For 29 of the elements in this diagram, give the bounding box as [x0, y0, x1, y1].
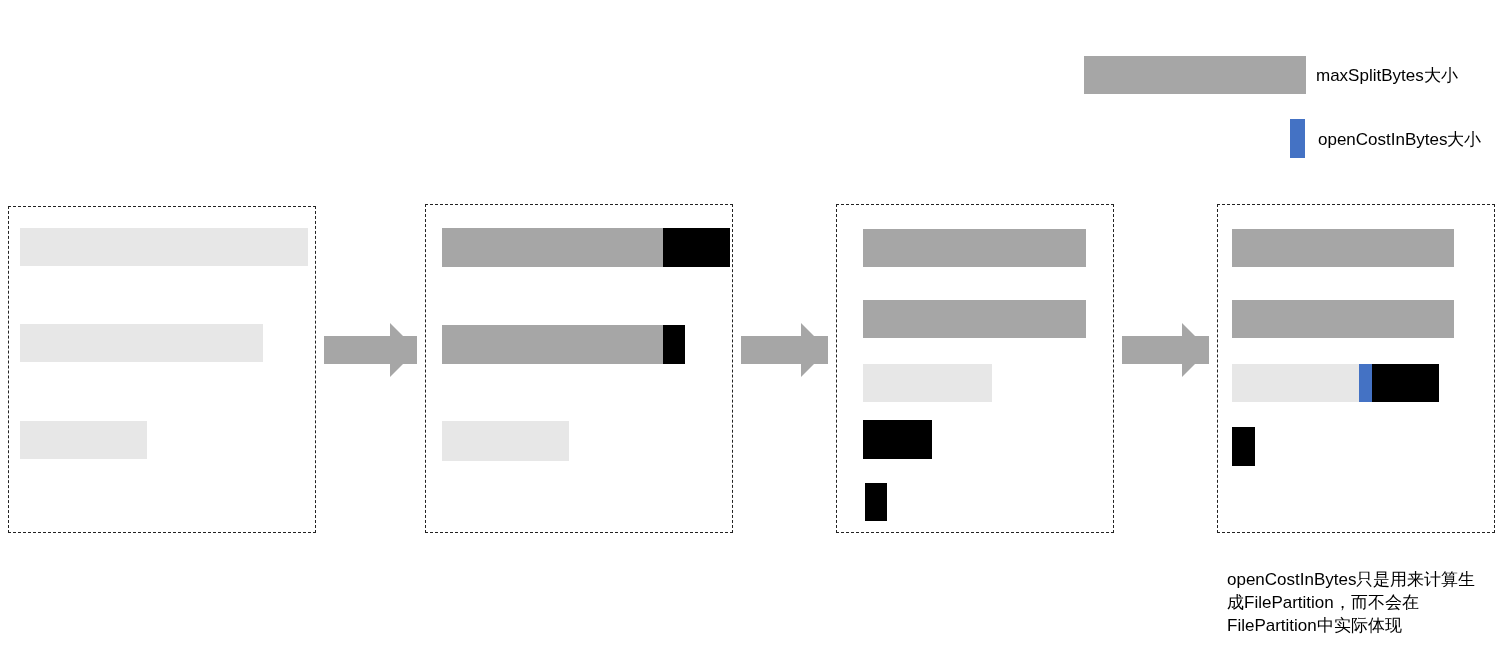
dashed-frame — [8, 206, 316, 533]
block-arrow — [741, 323, 828, 377]
note-text: openCostInBytes只是用来计算生成FilePartition，而不会在FilePartition中实际体现 — [1227, 569, 1477, 637]
file-block — [442, 228, 663, 267]
file-block — [863, 229, 1086, 267]
file-block — [1372, 364, 1439, 402]
dashed-frame — [1217, 204, 1495, 533]
file-block — [1232, 427, 1255, 466]
file-block — [20, 421, 147, 459]
file-block — [863, 300, 1086, 338]
file-block — [442, 325, 663, 364]
file-block — [442, 421, 569, 461]
file-block — [663, 325, 685, 364]
file-block — [863, 420, 932, 459]
file-block — [865, 483, 887, 521]
file-block — [1232, 300, 1454, 338]
file-block — [1232, 229, 1454, 267]
block-arrow — [1122, 323, 1209, 377]
file-block — [663, 228, 730, 267]
block-arrow — [324, 323, 417, 377]
dashed-frame — [425, 204, 733, 533]
file-block — [20, 228, 308, 266]
dashed-frame — [836, 204, 1114, 533]
file-block — [863, 364, 992, 402]
file-block — [1359, 364, 1372, 402]
file-block — [1232, 364, 1359, 402]
legend-label: openCostInBytes大小 — [1318, 128, 1482, 151]
legend-label: maxSplitBytes大小 — [1316, 65, 1458, 87]
file-block — [20, 324, 263, 362]
